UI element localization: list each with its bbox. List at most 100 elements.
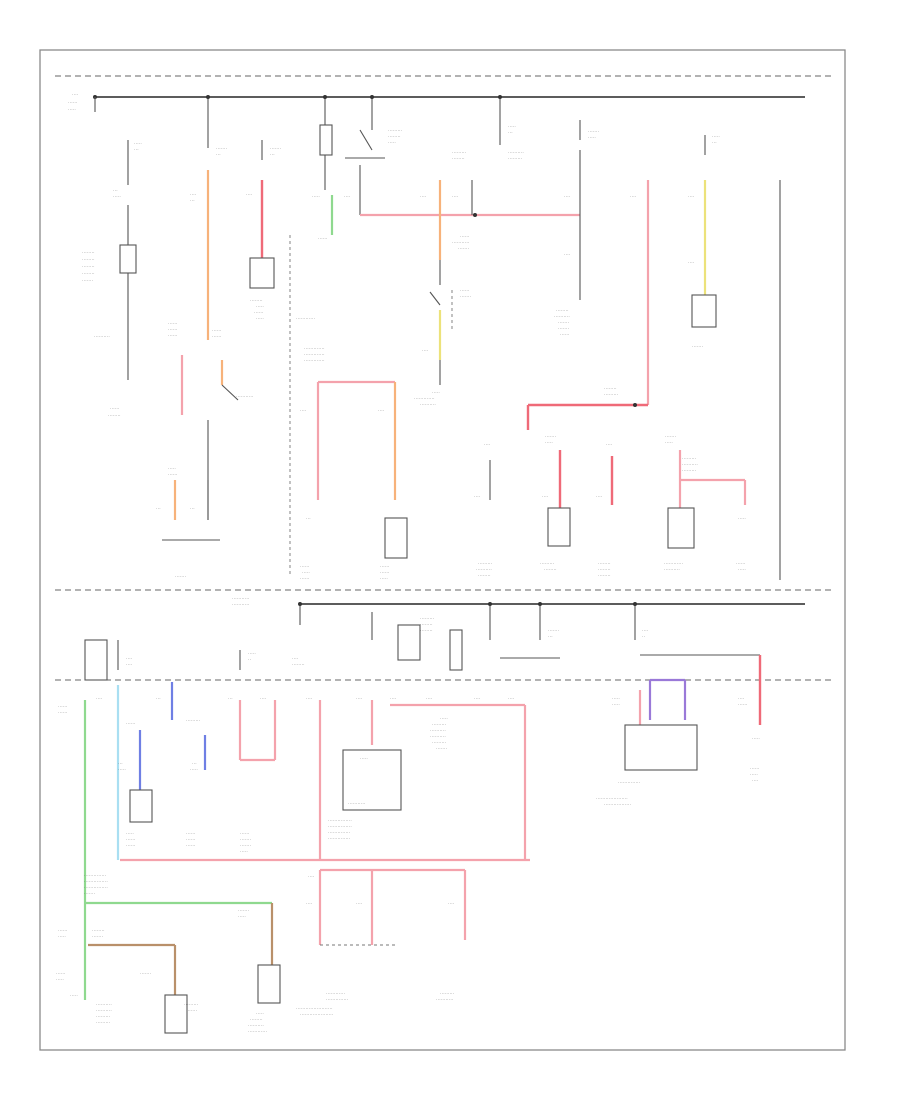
svg-text:·········: ········· — [96, 1014, 110, 1019]
svg-text:··············: ·············· — [618, 780, 640, 785]
svg-text:···: ··· — [270, 152, 275, 157]
svg-text:········: ········ — [598, 567, 611, 572]
fuse-column-center: ····· ··· ········· ········ ·········· … — [414, 95, 524, 407]
svg-text:·····: ····· — [168, 466, 176, 471]
svg-text:·····: ····· — [240, 849, 248, 854]
svg-text:·······: ······· — [140, 971, 151, 976]
svg-text:········: ········ — [604, 386, 617, 391]
svg-text:···: ··· — [508, 130, 513, 135]
svg-text:····: ···· — [484, 442, 490, 447]
svg-text:·············: ············· — [304, 358, 325, 363]
svg-text:·······: ······· — [458, 246, 469, 251]
svg-text:····: ···· — [508, 696, 514, 701]
svg-text:·········: ········· — [440, 991, 454, 996]
svg-text:·······: ······· — [240, 837, 251, 842]
output-row-right: ···· ···· ········· ·········· ········ … — [474, 434, 747, 578]
svg-text:·····: ····· — [248, 651, 256, 656]
svg-text:······: ······ — [460, 288, 470, 293]
svg-text:···: ··· — [306, 516, 311, 521]
svg-text:·········: ········· — [508, 156, 522, 161]
svg-text:····: ···· — [596, 494, 602, 499]
svg-text:··: ·· — [248, 657, 251, 662]
svg-text:·········: ········· — [604, 392, 618, 397]
svg-text:······: ······ — [212, 334, 222, 339]
svg-text:··········: ·········· — [96, 1008, 112, 1013]
svg-text:·······: ······· — [548, 628, 559, 633]
svg-text:·····: ····· — [432, 390, 440, 395]
lower-left-circuits: ···· ···· ······ ······ ···· ······ ··· … — [58, 639, 530, 1000]
svg-text:·····: ····· — [612, 702, 620, 707]
svg-text:······: ······ — [58, 704, 68, 709]
svg-text:······: ······ — [68, 100, 78, 105]
svg-text:····: ···· — [688, 194, 694, 199]
svg-text:····: ···· — [606, 442, 612, 447]
svg-text:·······: ······· — [186, 1008, 197, 1013]
svg-text:······: ······ — [318, 236, 328, 241]
svg-text:······: ······ — [736, 561, 746, 566]
relay-circuit-green: ····· ······ ········· ········ ····· ··… — [312, 95, 580, 241]
svg-text:·····: ····· — [712, 134, 720, 139]
svg-text:·················: ················· — [604, 802, 631, 807]
svg-text:··········: ·········· — [430, 728, 446, 733]
svg-text:·············: ············· — [304, 352, 325, 357]
svg-text:·····: ····· — [738, 567, 746, 572]
svg-text:······: ······ — [58, 710, 68, 715]
svg-text:·····: ····· — [68, 107, 76, 112]
svg-text:····: ···· — [306, 696, 312, 701]
svg-text:·····: ····· — [113, 194, 121, 199]
svg-text:······: ······ — [212, 328, 222, 333]
svg-text:·······: ······· — [665, 434, 676, 439]
svg-text:·······: ······· — [216, 146, 227, 151]
svg-text:·······: ······· — [558, 326, 569, 331]
svg-text:······: ······ — [168, 321, 178, 326]
svg-text:·······: ······· — [82, 278, 93, 283]
svg-text:······: ······ — [300, 564, 310, 569]
svg-text:·····: ····· — [56, 977, 64, 982]
svg-text:··········: ·········· — [420, 402, 436, 407]
svg-text:·······: ······· — [240, 843, 251, 848]
svg-text:···: ··· — [156, 696, 161, 701]
svg-text:·······: ······· — [545, 434, 556, 439]
control-module-box — [119, 244, 137, 274]
svg-text:······: ······ — [186, 837, 196, 842]
svg-text:·····: ····· — [256, 1011, 264, 1016]
svg-text:·····: ····· — [588, 135, 596, 140]
svg-text:·········: ········· — [478, 561, 492, 566]
svg-text:········: ········ — [292, 662, 305, 667]
svg-text:····: ···· — [300, 408, 306, 413]
svg-text:·········: ········· — [540, 561, 554, 566]
svg-text:········: ········ — [250, 298, 263, 303]
svg-text:····: ···· — [474, 494, 480, 499]
svg-text:······: ······ — [240, 831, 250, 836]
svg-text:·········: ········· — [682, 468, 696, 473]
fuse-column-2: ······· ··· ···· ··· ······ ······ ·····… — [156, 95, 253, 579]
svg-text:······: ······ — [738, 702, 748, 707]
svg-text:···········: ··········· — [452, 240, 470, 245]
svg-text:·······: ······· — [270, 146, 281, 151]
svg-text:····: ···· — [126, 662, 132, 667]
svg-text:····: ···· — [738, 696, 744, 701]
svg-text:······: ······ — [126, 837, 136, 842]
svg-text:········: ········ — [82, 271, 95, 276]
svg-text:·····: ····· — [665, 440, 673, 445]
svg-text:·········: ········· — [432, 722, 446, 727]
svg-text:········: ········ — [556, 308, 569, 313]
battery-bus-middle: ··········· ··········· ········· ······… — [232, 596, 805, 671]
svg-text:······: ······ — [380, 570, 390, 575]
svg-text:····: ···· — [126, 656, 132, 661]
svg-text:···: ··· — [118, 761, 123, 766]
battery-bus-top: ···· ······ ····· — [68, 92, 805, 112]
svg-text:···: ··· — [156, 506, 161, 511]
svg-text:·····: ····· — [118, 767, 126, 772]
svg-text:······: ······ — [126, 843, 136, 848]
svg-text:···············: ··············· — [84, 885, 108, 890]
svg-text:·······: ······· — [175, 574, 186, 579]
svg-text:··············: ·············· — [326, 997, 348, 1002]
svg-text:·········: ········· — [388, 128, 402, 133]
svg-text:·······: ······· — [92, 934, 103, 939]
svg-text:··: ·· — [642, 634, 645, 639]
svg-text:··············: ·············· — [328, 830, 350, 835]
svg-text:··········: ·········· — [508, 150, 524, 155]
svg-text:···: ··· — [548, 634, 553, 639]
svg-text:·············: ············· — [304, 346, 325, 351]
